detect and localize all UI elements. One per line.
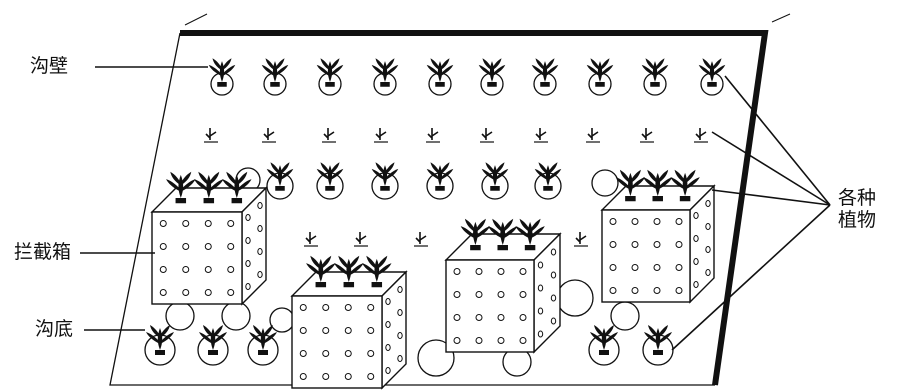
floor-ring bbox=[270, 308, 294, 332]
wall-plant bbox=[587, 58, 614, 87]
wall-plant bbox=[317, 58, 344, 87]
sprout bbox=[574, 232, 588, 246]
label-intercept-box: 拦截箱 bbox=[14, 243, 71, 262]
plant-ring bbox=[592, 170, 618, 196]
intercept-boxes bbox=[152, 170, 714, 388]
bottom-plant bbox=[644, 325, 672, 355]
bottom-plant bbox=[249, 325, 277, 355]
bottom-plant bbox=[146, 325, 174, 355]
sprout bbox=[374, 128, 388, 142]
sprout bbox=[354, 232, 368, 246]
sprout bbox=[204, 128, 218, 142]
intercept-box-center-right bbox=[446, 219, 560, 352]
sprout bbox=[480, 128, 494, 142]
sprout bbox=[304, 232, 318, 246]
label-ditch-bottom: 沟底 bbox=[35, 320, 73, 339]
wall-plant bbox=[642, 58, 669, 87]
sprout bbox=[640, 128, 654, 142]
bottom-plant bbox=[199, 325, 227, 355]
label-plants-line2: 植物 bbox=[838, 210, 897, 232]
label-ditch-wall: 沟壁 bbox=[30, 57, 68, 76]
sprout bbox=[534, 128, 548, 142]
wall-plant bbox=[262, 58, 289, 87]
wall-plant bbox=[699, 58, 726, 87]
label-various-plants: 各种 植物 bbox=[838, 188, 897, 232]
wall-plant bbox=[532, 58, 559, 87]
intercept-box-right bbox=[602, 170, 714, 302]
wall-plant bbox=[479, 58, 506, 87]
sprout bbox=[322, 128, 336, 142]
sprout bbox=[262, 128, 276, 142]
wall-plant bbox=[427, 58, 454, 87]
sprout bbox=[694, 128, 708, 142]
sprout bbox=[426, 128, 440, 142]
intercept-box-left bbox=[152, 172, 266, 304]
sprout bbox=[414, 232, 428, 246]
wall-plant bbox=[209, 58, 236, 87]
label-plants-line1: 各种 bbox=[838, 188, 897, 210]
floor-ring bbox=[166, 302, 194, 330]
floor-ring bbox=[557, 280, 593, 316]
bottom-plant bbox=[590, 325, 618, 355]
floor-ring bbox=[222, 302, 250, 330]
sprout bbox=[586, 128, 600, 142]
floor-ring bbox=[611, 302, 639, 330]
intercept-box-middle bbox=[292, 256, 406, 388]
wall-plant bbox=[372, 58, 399, 87]
